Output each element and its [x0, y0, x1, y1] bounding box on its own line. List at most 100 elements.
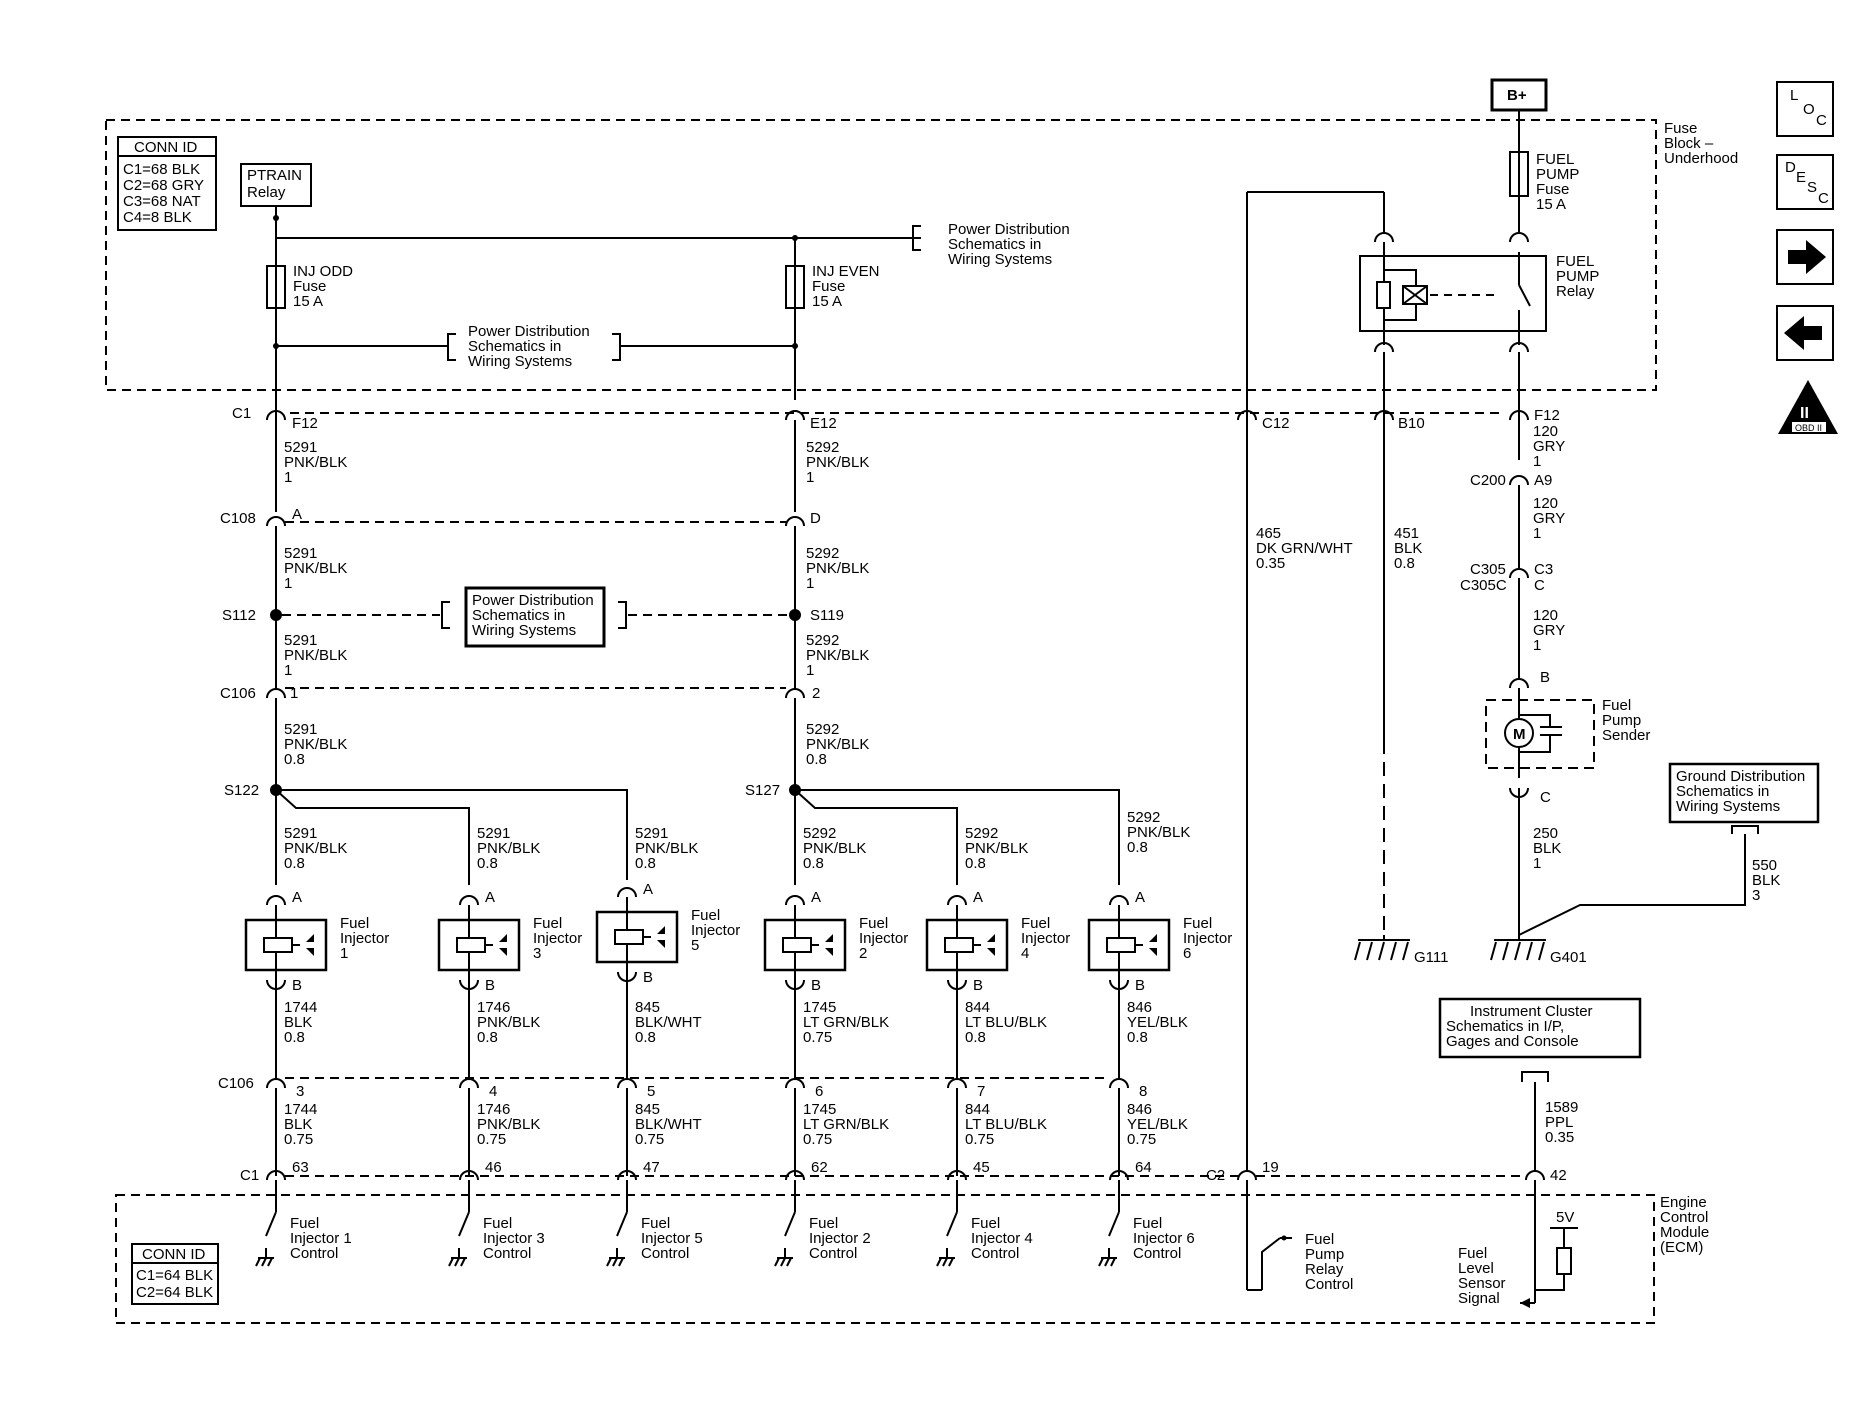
- svg-text:O: O: [1803, 101, 1815, 118]
- svg-text:CONN ID: CONN ID: [134, 139, 198, 156]
- c1-pin-label: 62: [811, 1159, 828, 1176]
- svg-text:S: S: [1807, 179, 1817, 196]
- ptrain-relay: PTRAIN Relay: [240, 163, 312, 207]
- injector-pin-b-label: B: [643, 969, 653, 986]
- svg-text:C1: C1: [240, 1167, 259, 1184]
- injector-pin-b-label: B: [292, 977, 302, 994]
- svg-text:C: C: [1818, 190, 1829, 207]
- driver-switch: [265, 1211, 277, 1237]
- svg-text:PTRAIN: PTRAIN: [247, 167, 302, 184]
- injector-pin-a: [1109, 895, 1129, 906]
- svg-text:19: 19: [1262, 1159, 1279, 1176]
- c1-bottom-pin: [459, 1170, 479, 1181]
- svg-text:S119: S119: [810, 607, 844, 624]
- ecm-label: Engine Control Module (ECM): [1660, 1194, 1713, 1256]
- svg-text:C106: C106: [218, 1075, 254, 1092]
- svg-text:S122: S122: [224, 782, 259, 799]
- next-arrow-icon[interactable]: [1776, 229, 1834, 285]
- injector-pin-a-label: A: [485, 889, 495, 906]
- c106-pin-label: 7: [977, 1083, 985, 1100]
- c106-pin-label: 6: [815, 1083, 823, 1100]
- splice-s112: [270, 609, 282, 621]
- svg-text:C2: C2: [1206, 1167, 1225, 1184]
- c1-bottom-pin: [266, 1170, 286, 1181]
- conn-id-bottom: CONN ID C1=64 BLK C2=64 BLK: [131, 1243, 219, 1305]
- svg-text:S127: S127: [745, 782, 780, 799]
- ecm-boundary: [115, 1194, 1655, 1324]
- c1-pin-label: 47: [643, 1159, 660, 1176]
- svg-text:G111: G111: [1414, 949, 1448, 966]
- svg-text:E12: E12: [810, 415, 837, 432]
- ground-g111: G111: [1354, 935, 1448, 966]
- fuse-block-label: Fuse Block – Underhood: [1664, 120, 1738, 167]
- injector-pin-a-label: A: [643, 881, 653, 898]
- injector-pin-a-label: A: [973, 889, 983, 906]
- svg-text:II: II: [1800, 405, 1809, 422]
- svg-text:C108: C108: [220, 510, 256, 527]
- svg-text:C3=68 NAT: C3=68 NAT: [123, 193, 201, 210]
- driver-switch: [458, 1211, 470, 1237]
- svg-text:OBD II: OBD II: [1795, 423, 1822, 433]
- injector-pin-a: [947, 895, 967, 906]
- obd-ii-icon[interactable]: II OBD II: [1778, 380, 1838, 434]
- c106-bottom-pin: [1109, 1078, 1129, 1089]
- c106-pin-label: 4: [489, 1083, 497, 1100]
- c106-pin-label: 5: [647, 1083, 655, 1100]
- injector-pin-a: [617, 887, 637, 898]
- svg-text:FUEL PUMP Relay: FUEL PUMP Relay: [1556, 253, 1603, 300]
- power-dist-ref-2[interactable]: Power Distribution Schematics in Wiring …: [468, 323, 594, 370]
- injector-pin-b-label: B: [1135, 977, 1145, 994]
- c106-bottom-pin: [785, 1078, 805, 1089]
- description-nav-icon[interactable]: D E S C: [1776, 154, 1834, 210]
- valve-icon: [987, 934, 995, 942]
- valve-icon: [825, 934, 833, 942]
- power-dist-ref-1[interactable]: Power Distribution Schematics in Wiring …: [948, 221, 1074, 268]
- ground-g401: G401: [1490, 935, 1587, 966]
- valve-icon: [499, 934, 507, 942]
- svg-text:C305C: C305C: [1460, 577, 1507, 594]
- location-nav-icon[interactable]: L O C: [1776, 81, 1834, 137]
- svg-text:C2=68 GRY: C2=68 GRY: [123, 177, 204, 194]
- svg-text:D: D: [810, 510, 821, 527]
- svg-text:C305: C305: [1470, 561, 1506, 578]
- svg-text:Relay: Relay: [247, 184, 286, 201]
- injector-pin-a-label: A: [292, 889, 302, 906]
- svg-text:INJ ODD Fuse 15 A: INJ ODD Fuse 15 A: [293, 263, 357, 310]
- c106-bottom-pin: [459, 1078, 479, 1089]
- injector-pin-a: [459, 895, 479, 906]
- injector-pin-b-label: B: [811, 977, 821, 994]
- svg-text:FUEL PUMP Fuse: FUEL PUMP Fuse 15 A: [1536, 151, 1583, 213]
- svg-text:1: 1: [290, 685, 298, 702]
- previous-arrow-icon[interactable]: [1776, 305, 1834, 361]
- svg-text:2: 2: [812, 685, 820, 702]
